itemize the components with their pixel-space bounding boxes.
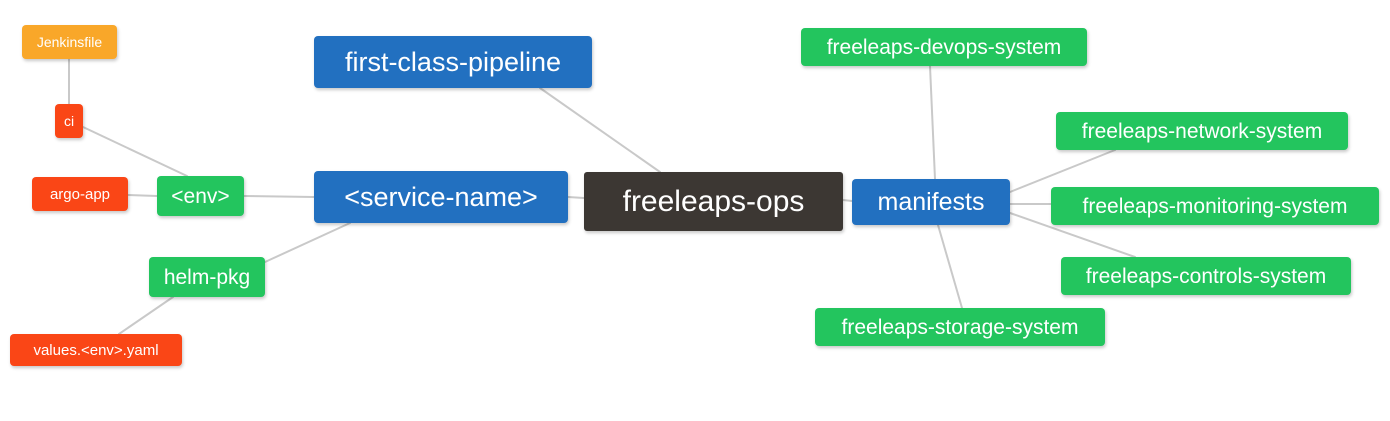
mindmap-node-values-yaml[interactable]: values.<env>.yaml xyxy=(10,334,182,366)
mindmap-node-jenkinsfile[interactable]: Jenkinsfile xyxy=(22,25,117,59)
mindmap-node-manifests[interactable]: manifests xyxy=(852,179,1010,225)
edge-service-name-to-freeleaps-ops xyxy=(567,196,585,199)
mindmap-node-freeleaps-ops[interactable]: freeleaps-ops xyxy=(584,172,843,231)
mindmap-node-env[interactable]: <env> xyxy=(157,176,244,216)
edge-ci-to-env xyxy=(82,126,188,177)
mindmap-node-freeleaps-network-system[interactable]: freeleaps-network-system xyxy=(1056,112,1348,150)
mindmap-node-freeleaps-devops-system[interactable]: freeleaps-devops-system xyxy=(801,28,1087,66)
edge-argo-app-to-env xyxy=(127,194,158,197)
edge-helm-pkg-to-service-name xyxy=(264,222,351,263)
mindmap-node-freeleaps-monitoring-system[interactable]: freeleaps-monitoring-system xyxy=(1051,187,1379,225)
edge-manifests-to-freeleaps-storage-system xyxy=(937,224,963,309)
edge-freeleaps-ops-to-manifests xyxy=(842,199,853,202)
mindmap-node-service-name[interactable]: <service-name> xyxy=(314,171,568,223)
edge-manifests-to-freeleaps-devops-system xyxy=(929,65,936,180)
edge-first-class-pipeline-to-freeleaps-ops xyxy=(539,87,661,173)
edge-env-to-service-name xyxy=(243,195,315,198)
edge-values-yaml-to-helm-pkg xyxy=(118,296,174,335)
edge-manifests-to-freeleaps-network-system xyxy=(1009,149,1116,193)
mindmap-node-freeleaps-storage-system[interactable]: freeleaps-storage-system xyxy=(815,308,1105,346)
mindmap-node-helm-pkg[interactable]: helm-pkg xyxy=(149,257,265,297)
mindmap-node-freeleaps-controls-system[interactable]: freeleaps-controls-system xyxy=(1061,257,1351,295)
mindmap-node-ci[interactable]: ci xyxy=(55,104,83,138)
mindmap-node-first-class-pipeline[interactable]: first-class-pipeline xyxy=(314,36,592,88)
mindmap-node-argo-app[interactable]: argo-app xyxy=(32,177,128,211)
